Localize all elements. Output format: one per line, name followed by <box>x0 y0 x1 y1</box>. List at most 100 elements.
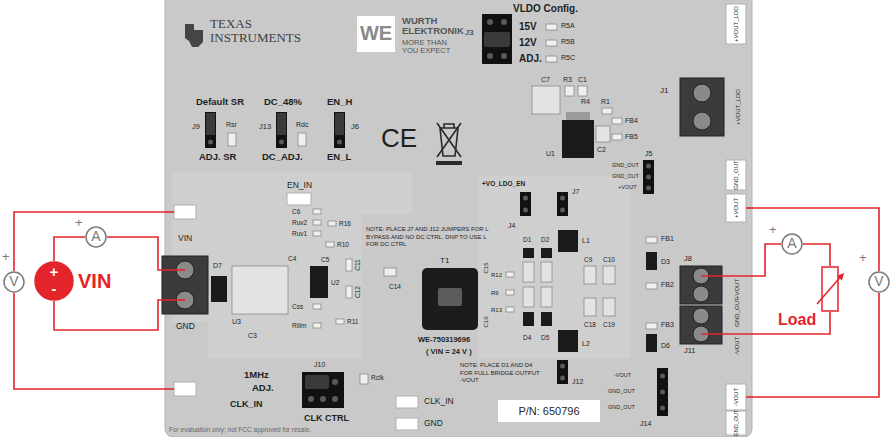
silkscreen-label: C9 <box>584 256 592 263</box>
wire-connector <box>54 300 165 330</box>
circle-outline <box>782 234 802 254</box>
silkscreen-label: DC_48% <box>264 97 302 108</box>
we-logo-box <box>357 16 395 52</box>
silkscreen-label: R9 <box>491 290 499 297</box>
meter-symbol: A <box>781 233 803 255</box>
silkscreen-label: D7 <box>213 262 222 270</box>
wire-stub <box>165 208 752 397</box>
silkscreen-label: C15 <box>483 262 490 273</box>
silkscreen-label: -VOUT <box>734 337 741 356</box>
silkscreen-label: J10 <box>314 361 325 369</box>
silkscreen-label: D1 <box>523 236 531 243</box>
silkscreen-label: FB2 <box>661 281 674 289</box>
silkscreen-label: J11 <box>684 347 696 356</box>
test-pad <box>174 4 746 435</box>
silkscreen-label: CLK CTRL <box>304 413 349 423</box>
silkscreen-label: J5 <box>645 150 652 158</box>
black-component <box>211 112 657 352</box>
silkscreen-label: L1 <box>582 237 590 245</box>
brand-name: WURTH ELEKTRONIK <box>402 16 472 36</box>
silkscreen-label: R13 <box>491 307 502 314</box>
silkscreen-label: D3 <box>661 258 670 266</box>
silkscreen-label: Ruv1 <box>292 230 307 237</box>
pin-header <box>205 14 668 416</box>
meter-symbol: A <box>85 226 107 248</box>
silkscreen-label: U2 <box>331 279 339 286</box>
silkscreen-label: 12V <box>519 37 537 49</box>
silkscreen-label: C19 <box>603 321 615 328</box>
polarity-sign: + <box>769 223 777 237</box>
ammeter-circle: A+ <box>781 233 803 255</box>
silkscreen-label: J9 <box>192 123 200 132</box>
silkscreen-label: GND_OUT <box>733 410 739 437</box>
silkscreen-label: DC_ADJ. <box>262 152 303 163</box>
silkscreen-label: D5 <box>541 334 549 341</box>
silkscreen-label: T1 <box>440 256 449 265</box>
silkscreen-label: C11 <box>354 259 361 270</box>
polarity-sign: + <box>34 264 74 281</box>
silkscreen-label: ADJ. SR <box>199 152 236 163</box>
silkscreen-label: GND_OUT <box>733 160 740 189</box>
source-label: VIN <box>78 270 111 292</box>
silkscreen-label: Rsr <box>226 121 237 129</box>
silkscreen-label: GND_OUT <box>612 173 639 179</box>
silkscreen-label: J3 <box>465 28 473 37</box>
silkscreen-label: R12 <box>491 272 502 279</box>
silkscreen-label: J13 <box>259 123 271 132</box>
transformer <box>422 268 478 330</box>
circle-outline <box>35 262 73 300</box>
silkscreen-label: R3 <box>563 76 572 84</box>
pcb-outline <box>165 0 752 437</box>
silkscreen-label: C16 <box>483 316 490 327</box>
silkscreen-label: GND_OUT <box>734 297 741 326</box>
silkscreen-label: R16 <box>339 220 351 227</box>
silkscreen-label: +VOUT_LDO <box>733 6 740 42</box>
silkscreen-label: Ruv2 <box>292 219 307 226</box>
silkscreen-label: -VOUT <box>733 388 740 407</box>
wire-connector <box>752 244 781 276</box>
silkscreen-label: -VOUT <box>614 372 631 378</box>
part-number-box: P/N: 650796 <box>498 400 599 422</box>
wire-connector <box>14 212 165 271</box>
silkscreen-label: +VOUT <box>618 184 637 190</box>
silkscreen-label: J12 <box>572 378 583 386</box>
part-number: P/N: 650796 <box>518 405 579 417</box>
ti-logo <box>185 24 203 47</box>
copper-pour <box>478 176 630 358</box>
polarity-sign: + <box>859 251 867 265</box>
silkscreen-label: C3 <box>248 332 257 340</box>
silkscreen-label: D4 <box>523 334 531 341</box>
weee-symbol <box>436 123 462 165</box>
ammeter-circle: A+ <box>85 226 107 248</box>
silkscreen-label: C1 <box>578 76 587 84</box>
silkscreen-label: GND_OUT <box>612 162 639 168</box>
silkscreen-label: ADJ. <box>519 53 542 65</box>
voltmeter-circle: V+ <box>3 271 25 293</box>
silkscreen-label: ADJ. <box>252 383 274 394</box>
wire-connector <box>14 293 165 389</box>
silkscreen-label: VIN <box>178 234 192 244</box>
wire-connector <box>752 293 879 397</box>
silkscreen-label: EN_L <box>327 152 351 163</box>
brand-logo: TEXAS INSTRUMENTS <box>210 17 322 44</box>
silkscreen-label: C7 <box>541 76 550 84</box>
smd-part <box>228 24 657 384</box>
silkscreen-label: U1 <box>546 150 555 158</box>
silkscreen-label: FB4 <box>625 117 638 125</box>
voltmeter-circle: V+ <box>868 271 890 293</box>
silkscreen-label: C10 <box>603 256 615 263</box>
silkscreen-label: C6 <box>292 208 300 215</box>
variable-arrow-head <box>837 273 844 281</box>
silkscreen-label: D2 <box>541 236 549 243</box>
silkscreen-label: D6 <box>661 342 670 350</box>
silkscreen-label: Css <box>292 303 303 310</box>
meter-symbol: V <box>868 271 890 293</box>
silkscreen-label: FB3 <box>661 321 674 329</box>
silkscreen-label: R4 <box>581 98 590 106</box>
meter-symbol: V <box>3 271 25 293</box>
circle-outline <box>4 272 24 292</box>
resistor-symbol <box>821 266 839 312</box>
silkscreen-label: EN_H <box>327 97 352 108</box>
